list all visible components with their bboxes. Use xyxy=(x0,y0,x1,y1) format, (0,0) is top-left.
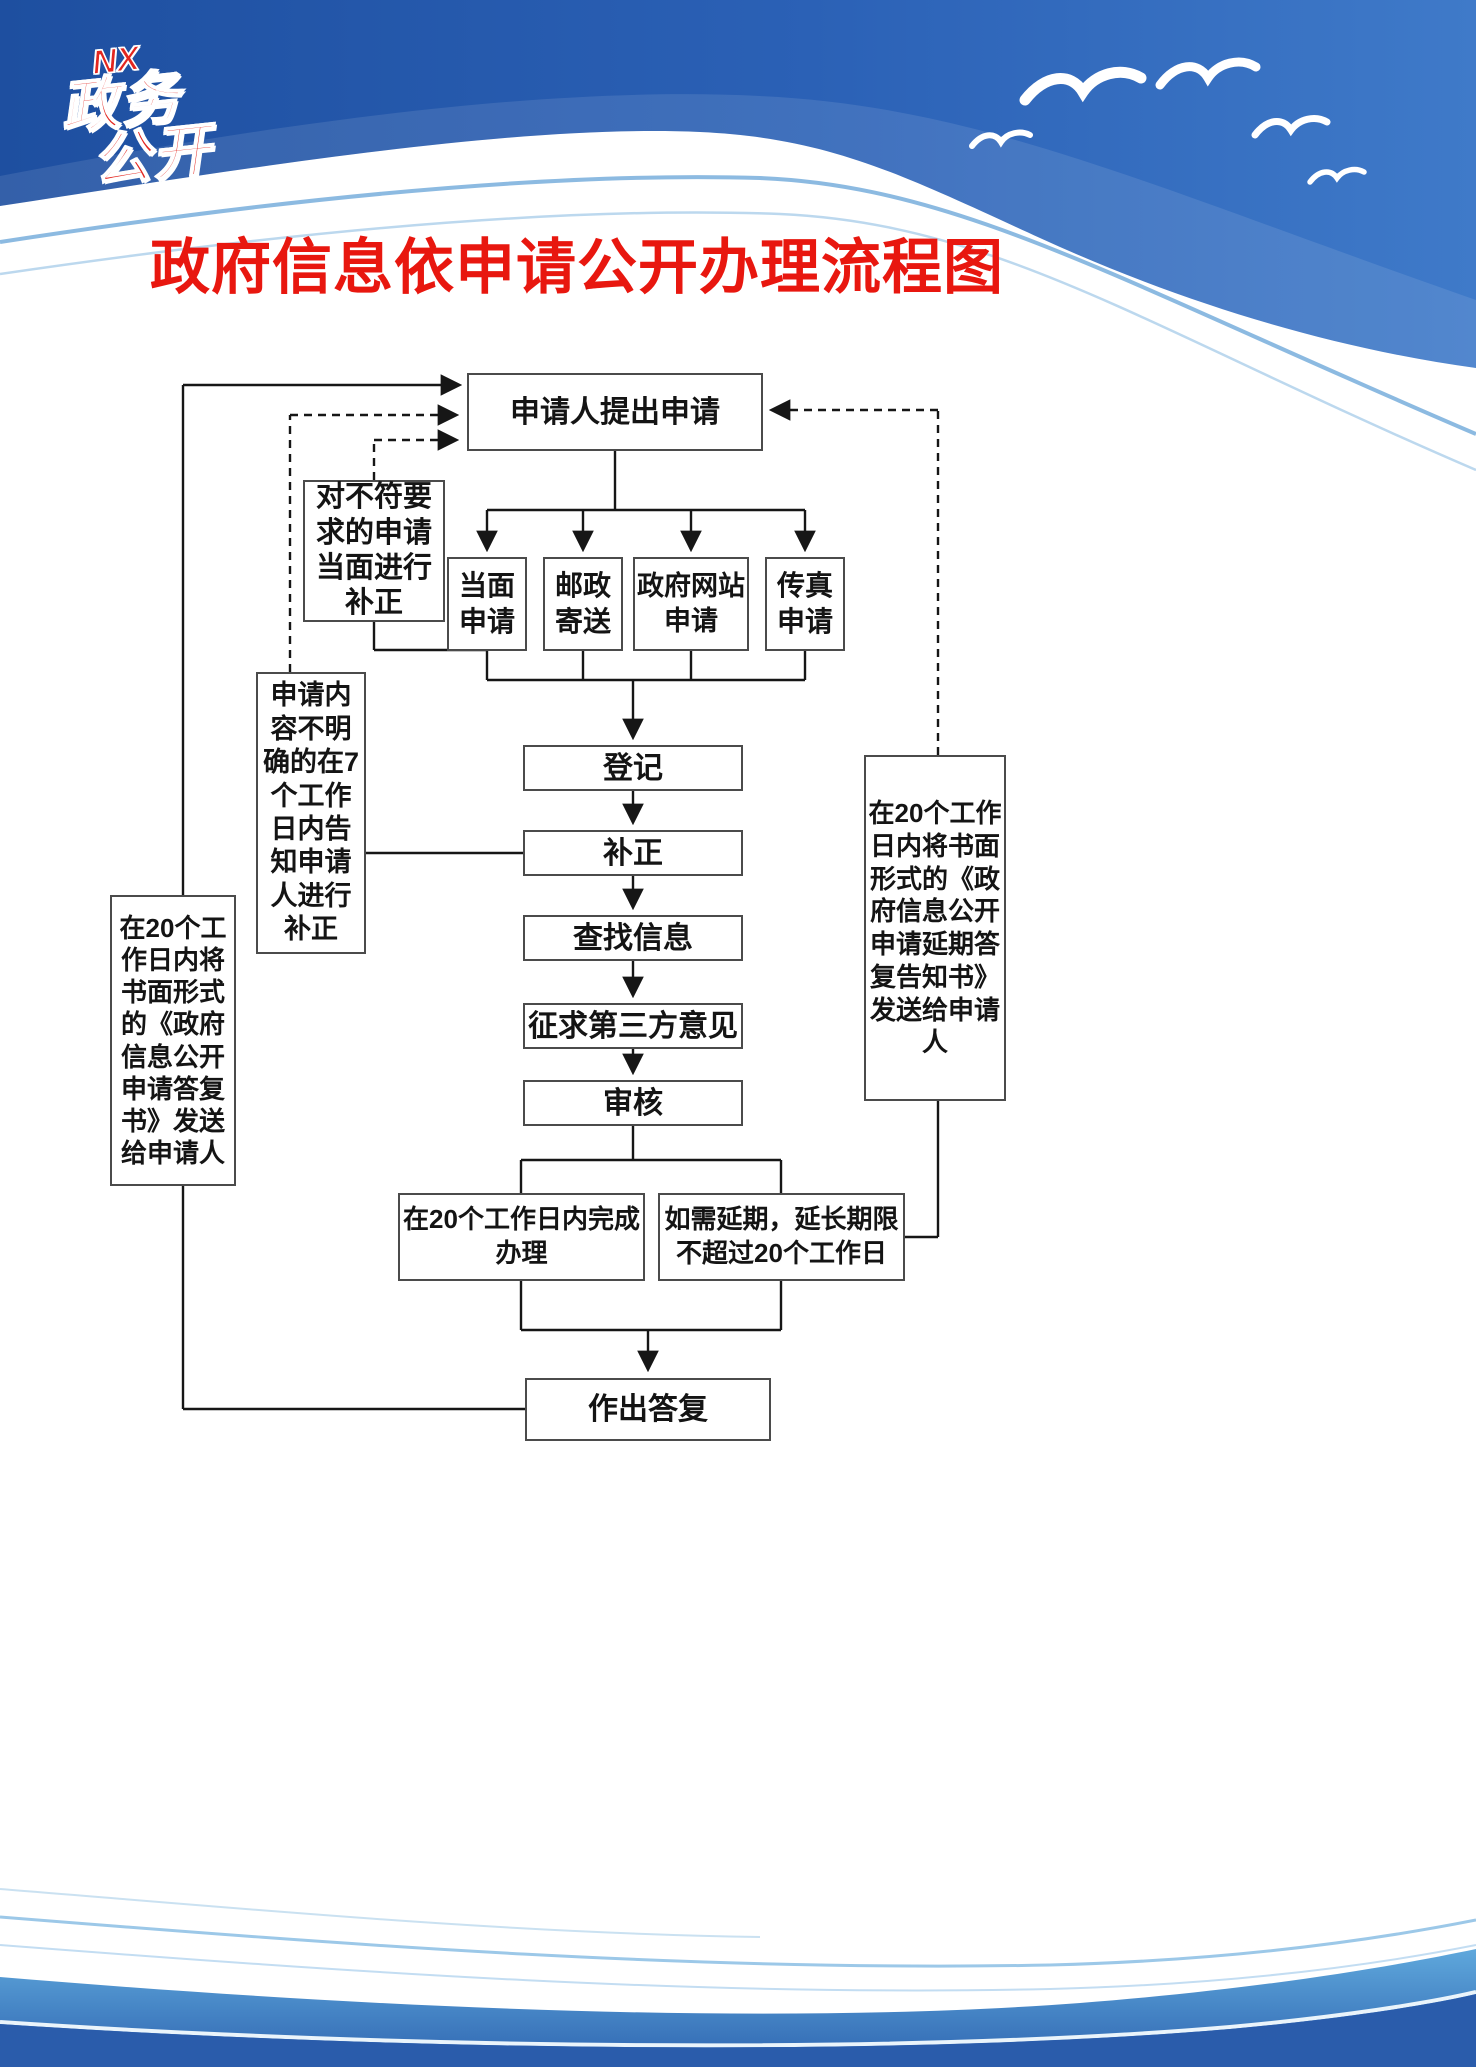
footer-graphic xyxy=(0,1888,1476,2067)
node-channel-fax: 传真申请 xyxy=(765,557,845,651)
node-note-extension-letter: 在20个工作日内将书面形式的《政府信息公开申请延期答复告知书》发送给申请人 xyxy=(864,755,1006,1101)
logo: NX 政务 公开 xyxy=(55,37,217,196)
logo-line2: 公开 xyxy=(88,116,216,195)
doves-icon xyxy=(969,57,1367,185)
node-search-info: 查找信息 xyxy=(523,915,743,961)
header-graphic xyxy=(0,0,1476,472)
node-channel-website: 政府网站申请 xyxy=(633,557,749,651)
node-third-party: 征求第三方意见 xyxy=(523,1003,743,1049)
node-reply: 作出答复 xyxy=(525,1378,771,1441)
node-channel-mail: 邮政寄送 xyxy=(543,557,623,651)
node-note-unclear: 申请内容不明确的在7个工作日内告知申请人进行补正 xyxy=(256,672,366,954)
node-review: 审核 xyxy=(523,1080,743,1126)
poster-title: 政府信息依申请公开办理流程图 xyxy=(150,234,1004,301)
node-extension: 如需延期，延长期限不超过20个工作日 xyxy=(658,1193,905,1281)
node-register: 登记 xyxy=(523,745,743,791)
node-supplement: 补正 xyxy=(523,830,743,876)
node-complete-in-20: 在20个工作日内完成办理 xyxy=(398,1193,645,1281)
node-note-reply-letter: 在20个工作日内将书面形式的《政府信息公开申请答复书》发送给申请人 xyxy=(110,895,236,1186)
node-correct-onsite: 对不符要求的申请当面进行补正 xyxy=(303,480,445,622)
node-channel-in-person: 当面申请 xyxy=(447,557,527,651)
node-apply: 申请人提出申请 xyxy=(467,373,763,451)
